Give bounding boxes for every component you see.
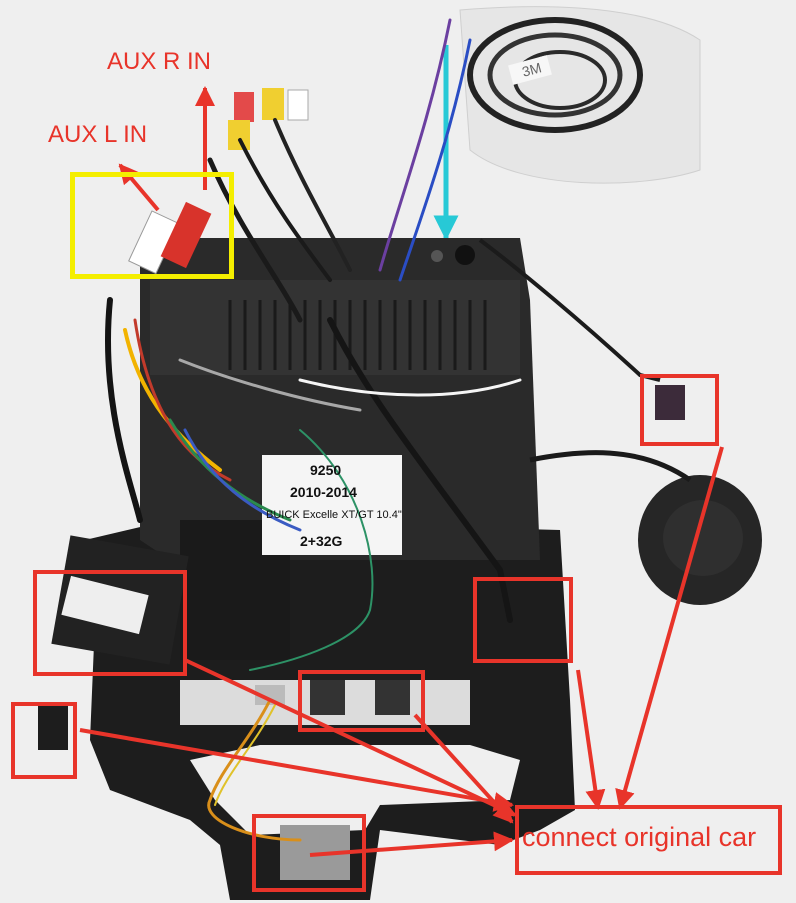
tape-brand: 3M — [520, 59, 543, 79]
sticker-years: 2010-2014 — [290, 484, 357, 500]
connector-box-corner — [11, 702, 77, 779]
connect-arrow-center — [413, 713, 514, 824]
harness-box-left — [33, 570, 187, 676]
connector-box-center — [298, 670, 425, 732]
aux-highlight-box — [70, 172, 234, 279]
sticker-memory: 2+32G — [300, 533, 343, 549]
sticker-model: 9250 — [310, 462, 341, 478]
connector-box-right — [473, 577, 573, 663]
sticker — [262, 455, 402, 555]
connect-label-box — [515, 805, 782, 875]
cable-bag — [459, 6, 701, 184]
connect-arrow-right — [576, 669, 606, 810]
connect-arrow-bottom — [309, 831, 514, 857]
connect-arrow-left — [184, 658, 517, 817]
aux-r-label: AUX R IN — [107, 48, 212, 75]
connect-arrow-corner — [79, 728, 514, 812]
sticker-vehicle: BUICK Excelle XT/GT 10.4" — [266, 509, 402, 521]
connect-arrow-gps — [615, 446, 724, 810]
aux-l-label: AUX L IN — [48, 121, 148, 148]
connector-box-bottom — [252, 814, 366, 892]
connect-original-car-label: connect original car — [522, 822, 757, 852]
gps-connector-box — [640, 374, 719, 446]
